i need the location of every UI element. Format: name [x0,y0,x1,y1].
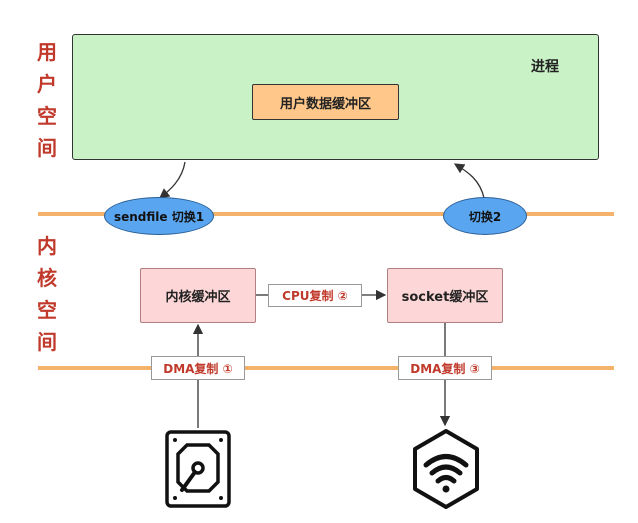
switch1-ellipse: sendfile 切换1 [104,197,214,235]
cpu-copy-label: CPU复制 ② [268,284,362,307]
kernel-hardware-boundary [38,366,614,370]
dma-copy-3-label: DMA复制 ③ [398,356,492,380]
user-data-buffer: 用户数据缓冲区 [252,84,399,120]
wifi-icon [413,429,479,509]
process-to-switch1-arrow [158,161,186,199]
user-kernel-boundary [38,212,614,216]
dma-copy-1-label: DMA复制 ① [151,356,245,380]
process-label: 进程 [531,59,559,75]
switch2-ellipse: 切换2 [443,197,527,235]
socket-buffer: socket缓冲区 [387,268,503,323]
kernel-space-label: 内 核 空 间 [37,234,57,354]
kernel-buffer: 内核缓冲区 [140,268,256,323]
hard-disk-icon [165,430,231,508]
switch2-to-process-arrow [453,163,485,199]
user-space-label: 用 户 空 间 [37,40,57,160]
